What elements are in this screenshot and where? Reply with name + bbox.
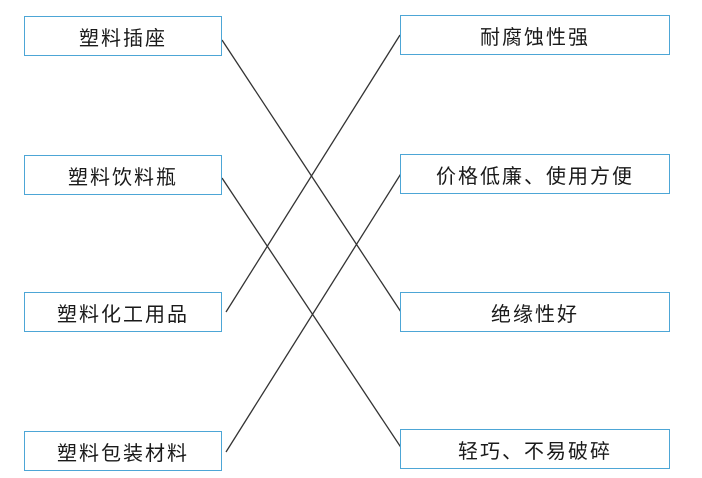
right-box-r2: 价格低廉、使用方便 [400, 154, 670, 194]
connection-line-l3-r1 [225, 34, 401, 313]
right-box-r3: 绝缘性好 [400, 292, 670, 332]
right-box-r1: 耐腐蚀性强 [400, 15, 670, 55]
left-box-l4: 塑料包装材料 [24, 431, 222, 471]
connection-line-l2-r4 [221, 177, 403, 450]
left-box-l1: 塑料插座 [24, 16, 222, 56]
left-box-l2: 塑料饮料瓶 [24, 155, 222, 195]
left-box-l3: 塑料化工用品 [24, 292, 222, 332]
right-box-r4: 轻巧、不易破碎 [400, 429, 670, 469]
connection-line-l4-r2 [225, 171, 403, 453]
